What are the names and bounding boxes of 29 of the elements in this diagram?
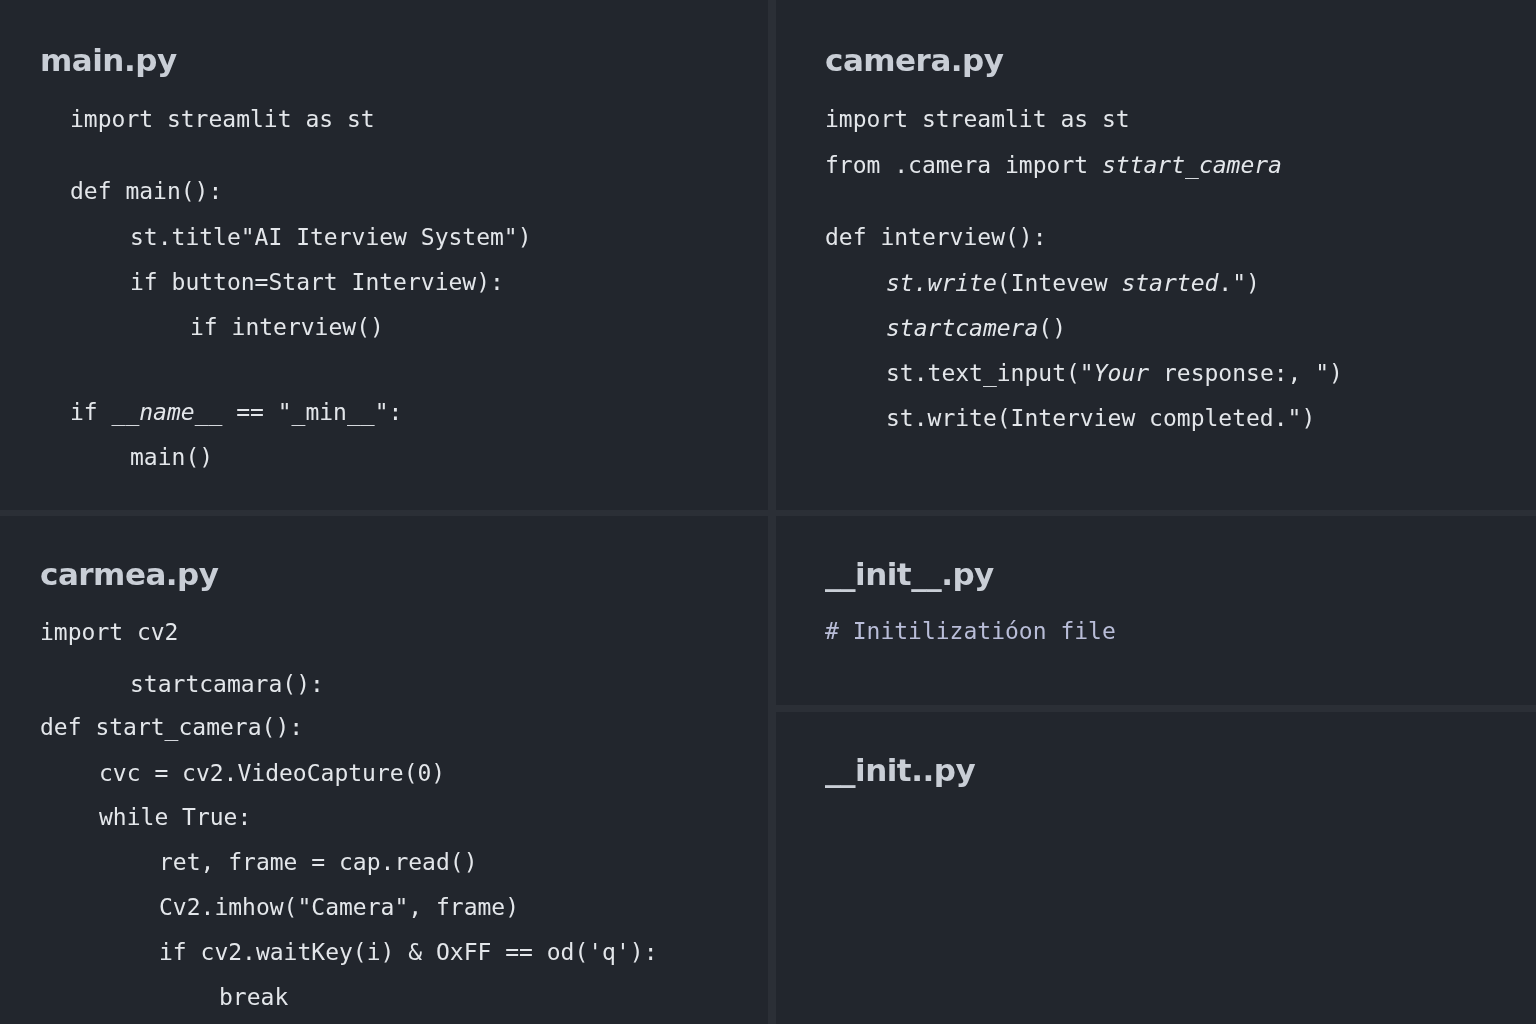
- code-line: import streamlit as st: [70, 105, 375, 134]
- code-line: def main():: [70, 177, 223, 206]
- code-line: startcamara():: [130, 670, 324, 699]
- code-line: while True:: [99, 803, 252, 832]
- file-name: camera.py: [825, 41, 1004, 79]
- code-line: cvc = cv2.VideoCapture(0): [99, 759, 446, 788]
- file-name: main.py: [40, 41, 177, 79]
- code-line: if cv2.waitKey(i) & OxFF == od('q'):: [159, 938, 658, 967]
- code-line: if interview(): [190, 313, 384, 342]
- code-comment: # Initilizatióon file: [825, 617, 1116, 646]
- code-line: st.write(Intevew started."): [886, 269, 1260, 298]
- code-line: ret, frame = cap.read(): [159, 848, 478, 877]
- code-line: Cv2.imhow("Camera", frame): [159, 893, 520, 922]
- code-line: st.title"AI Iterview System"): [130, 223, 532, 252]
- file-name: __init__.py: [825, 555, 994, 593]
- code-line: main(): [130, 443, 214, 472]
- file-name: carmea.py: [40, 555, 219, 593]
- file-name: __init..py: [825, 751, 976, 789]
- code-line: startcamera(): [886, 314, 1067, 343]
- code-line: from .camera import sttart_camera: [825, 151, 1282, 180]
- code-line: import cv2: [40, 618, 179, 647]
- code-line: def start_camera():: [40, 713, 304, 742]
- code-line: if __name__ == "_min__":: [70, 398, 403, 427]
- code-line: st.write(Interview completed."): [886, 404, 1316, 433]
- code-line: st.text_input("Your response:, "): [886, 359, 1343, 388]
- code-line: def interview():: [825, 223, 1047, 252]
- code-line: if button=Start Interview):: [130, 268, 504, 297]
- code-line: break: [219, 983, 289, 1012]
- code-line: import streamlit as st: [825, 105, 1130, 134]
